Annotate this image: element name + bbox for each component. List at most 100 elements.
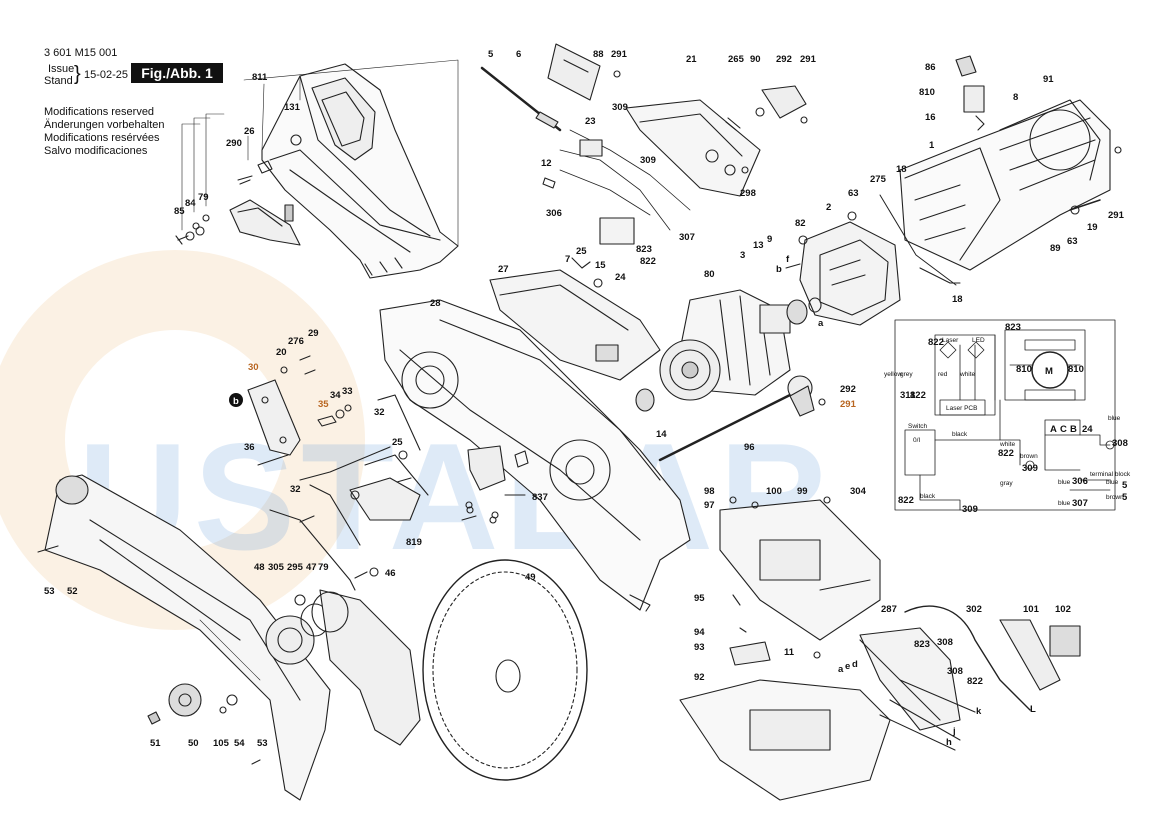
callout: 26 [244,126,255,137]
callout: h [946,737,952,748]
callout: 28 [430,298,441,309]
callout: 305 [268,562,285,573]
callout: 291 [611,49,628,60]
part-837 [465,494,526,524]
callout: 48 [254,562,265,573]
figure-label: Fig./Abb. 1 [131,63,223,83]
stand-label: Stand [44,75,73,87]
callout: 298 [740,188,756,199]
callout: 309 [962,504,978,515]
leader-lines-upper [181,59,459,247]
callout: 24 [615,272,626,283]
callout: 819 [406,537,422,548]
callout: 810 [1016,364,1032,375]
callout: 100 [766,486,782,497]
callout: 49 [525,572,536,583]
callout: 291 [800,54,817,65]
callout: 276 [288,336,304,347]
callout: 5 [488,49,494,60]
lower-right-parts [679,496,1081,801]
armature [635,289,826,462]
callout: e [845,661,850,672]
callout: f [786,254,790,265]
callout: j [952,726,956,737]
wiring-label: grey [900,371,913,378]
wiring-diagram [894,319,1116,511]
callout: 307 [1072,498,1088,509]
callout: 18 [896,164,907,175]
wiring-label: blue [1058,500,1071,507]
callout: 27 [498,264,509,275]
callout: 13 [753,240,764,251]
callout: 290 [226,138,242,149]
callout: 50 [188,738,199,749]
doc-number: 3 601 M15 001 [44,47,118,59]
callout: L [1030,704,1036,715]
wiring-label: Laser PCB [946,405,977,412]
callout: 304 [850,486,867,497]
callout: 292 [840,384,856,395]
modification-line: Salvo modificaciones [44,145,148,157]
callout: 82 [795,218,806,229]
callout: 29 [308,328,319,339]
callout: 90 [750,54,761,65]
callout: 265 [728,54,745,65]
callout: 21 [686,54,697,65]
callout: 52 [67,586,78,597]
callout: 86 [925,62,936,73]
callout: 47 [306,562,317,573]
wiring-label: blue [1058,479,1071,486]
callout: 33 [342,386,353,397]
knob-parts [147,683,261,765]
callout: 810 [1068,364,1084,375]
callout: 36 [244,442,255,453]
callout: 7 [565,254,570,265]
callout: 292 [776,54,792,65]
callout: 275 [870,174,887,185]
callout: 291 [840,399,857,410]
callout: 102 [1055,604,1071,615]
callout: 95 [694,593,705,604]
callout: 131 [284,102,301,113]
modification-line: Änderungen vorbehalten [44,119,165,131]
wiring-label: Switch [908,423,928,430]
callout: 53 [44,586,55,597]
callout: 23 [585,116,596,127]
issue-label: Issue [48,63,75,75]
callout: 16 [925,112,936,123]
lower-guard [265,567,421,746]
wiring-label: white [959,371,976,378]
callout: 85 [174,206,185,217]
brace: } [74,63,81,85]
callout: 19 [1087,222,1098,233]
callout: 91 [1043,74,1054,85]
callout: 822 [910,390,926,401]
linkage-parts [247,355,529,591]
callout: 88 [593,49,604,60]
saw-blade [422,559,588,781]
wiring-label: brown [1020,453,1038,460]
callout: 9 [767,234,772,245]
callout: 308 [937,637,953,648]
callout: 822 [998,448,1014,459]
callout: 92 [694,672,705,683]
callout: 35 [318,399,329,410]
callout: 291 [1108,210,1125,221]
callout: 30 [248,362,259,373]
motor-housing [879,55,1122,286]
wiring-label: black [920,493,936,500]
callout: 3 [740,250,745,261]
callout: 810 [919,87,935,98]
callout: 5 [1122,492,1128,503]
callout: 34 [330,390,341,401]
callout: 24 [1082,424,1093,435]
callout: 287 [881,604,897,615]
wiring-label: red [938,371,948,378]
callout: 1 [929,140,935,151]
callout: d [852,659,858,670]
wiring-label: A [1050,424,1057,435]
callout: 14 [656,429,667,440]
callout: 6 [516,49,521,60]
